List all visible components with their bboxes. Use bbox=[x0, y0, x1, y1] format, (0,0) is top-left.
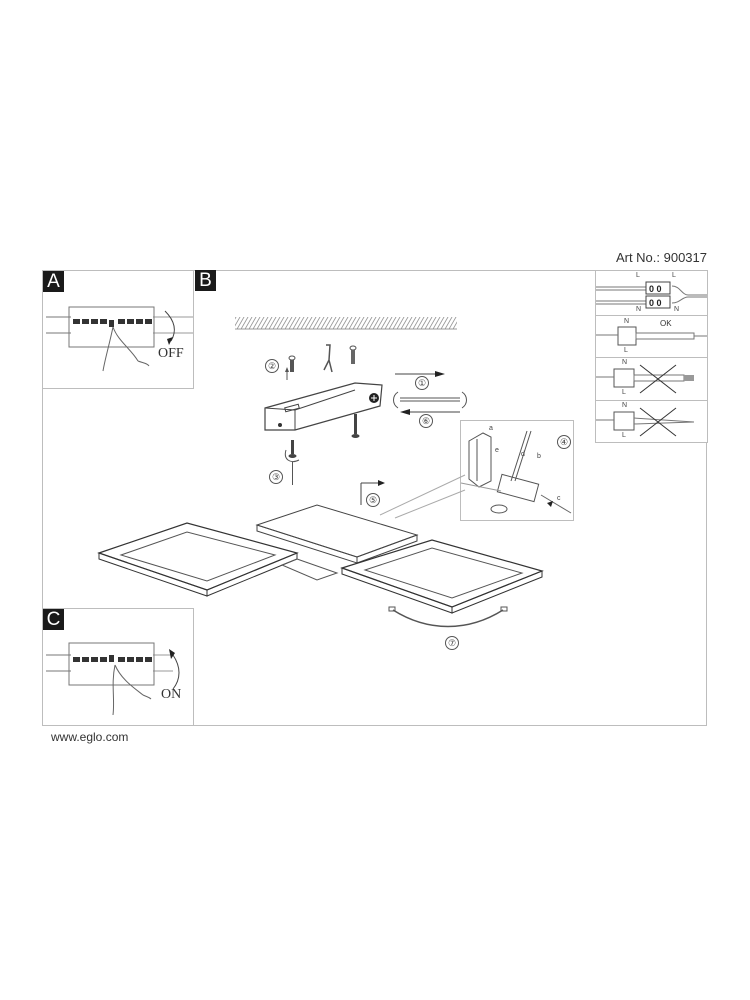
detail-label-d: d bbox=[521, 451, 525, 458]
fixing-screw-icon bbox=[284, 440, 300, 485]
step-5-marker: ⑤ bbox=[366, 493, 380, 507]
terminal-block-icon: 0 0 0 0 bbox=[596, 281, 707, 309]
wiring-row-connector: 0 0 0 0 L L N N bbox=[596, 271, 707, 316]
panel-c-badge: C bbox=[43, 609, 64, 630]
incorrect-strip-icon bbox=[596, 407, 695, 437]
step-4-marker: ④ bbox=[557, 435, 571, 449]
incorrect-strip-icon bbox=[596, 364, 694, 394]
label-N-right: N bbox=[674, 306, 680, 313]
step-5-arrow bbox=[360, 480, 385, 505]
svg-text:0 0: 0 0 bbox=[649, 298, 662, 308]
label-L-left: L bbox=[636, 272, 640, 279]
step-3-marker: ③ bbox=[269, 470, 283, 484]
correct-strip-icon bbox=[596, 326, 707, 346]
label-N: N bbox=[624, 318, 630, 325]
label-N: N bbox=[622, 402, 628, 409]
label-L: L bbox=[624, 347, 628, 354]
on-label: ON bbox=[161, 687, 182, 702]
label-N-left: N bbox=[636, 306, 642, 313]
wiring-guide-panel: 0 0 0 0 L L N N N L OK N L bbox=[595, 270, 708, 443]
ceiling-hatch bbox=[235, 317, 457, 330]
wiring-row-wrong-2: N L bbox=[596, 400, 707, 442]
wiring-row-ok: N L OK bbox=[596, 315, 707, 358]
luminaire-drawing bbox=[97, 504, 544, 614]
panel-c-switch-on: C ON bbox=[42, 608, 194, 726]
label-L-right: L bbox=[672, 272, 676, 279]
label-N: N bbox=[622, 359, 628, 366]
detail-label-b: b bbox=[537, 453, 541, 460]
label-L: L bbox=[622, 432, 626, 439]
terminal-block-detail-icon bbox=[460, 430, 572, 514]
mounting-bracket bbox=[264, 382, 383, 431]
step-1-marker: ① bbox=[415, 376, 429, 390]
article-number: Art No.: 900317 bbox=[615, 250, 707, 265]
label-L: L bbox=[622, 389, 626, 396]
step-6-marker: ⑥ bbox=[419, 414, 433, 428]
detail-label-a: a bbox=[489, 425, 493, 432]
screw-icon bbox=[351, 414, 360, 438]
step-7-marker: ⑦ bbox=[445, 636, 459, 650]
detail-label-c: c bbox=[557, 495, 561, 502]
circuit-breaker-off-icon bbox=[46, 306, 193, 372]
screw-and-plug-hardware bbox=[285, 344, 357, 380]
instruction-frame bbox=[42, 270, 707, 726]
step-2-marker: ② bbox=[265, 359, 279, 373]
panel-a-switch-off: A OFF bbox=[42, 270, 194, 389]
ok-label: OK bbox=[660, 319, 672, 328]
svg-text:0 0: 0 0 bbox=[649, 284, 662, 294]
website-link[interactable]: www.eglo.com bbox=[51, 730, 129, 744]
detail-label-e: e bbox=[495, 447, 499, 454]
panel-b-badge: B bbox=[195, 270, 216, 291]
connection-cable bbox=[388, 606, 508, 628]
off-label: OFF bbox=[158, 346, 184, 361]
circuit-breaker-on-icon bbox=[46, 642, 180, 716]
wiring-row-wrong-1: N L bbox=[596, 357, 707, 401]
step-4-wiring-detail: a e d b c ④ bbox=[460, 420, 574, 521]
mounting-rod-arrows bbox=[393, 371, 467, 415]
panel-a-badge: A bbox=[43, 271, 64, 292]
detail-leader-lines bbox=[379, 474, 466, 519]
